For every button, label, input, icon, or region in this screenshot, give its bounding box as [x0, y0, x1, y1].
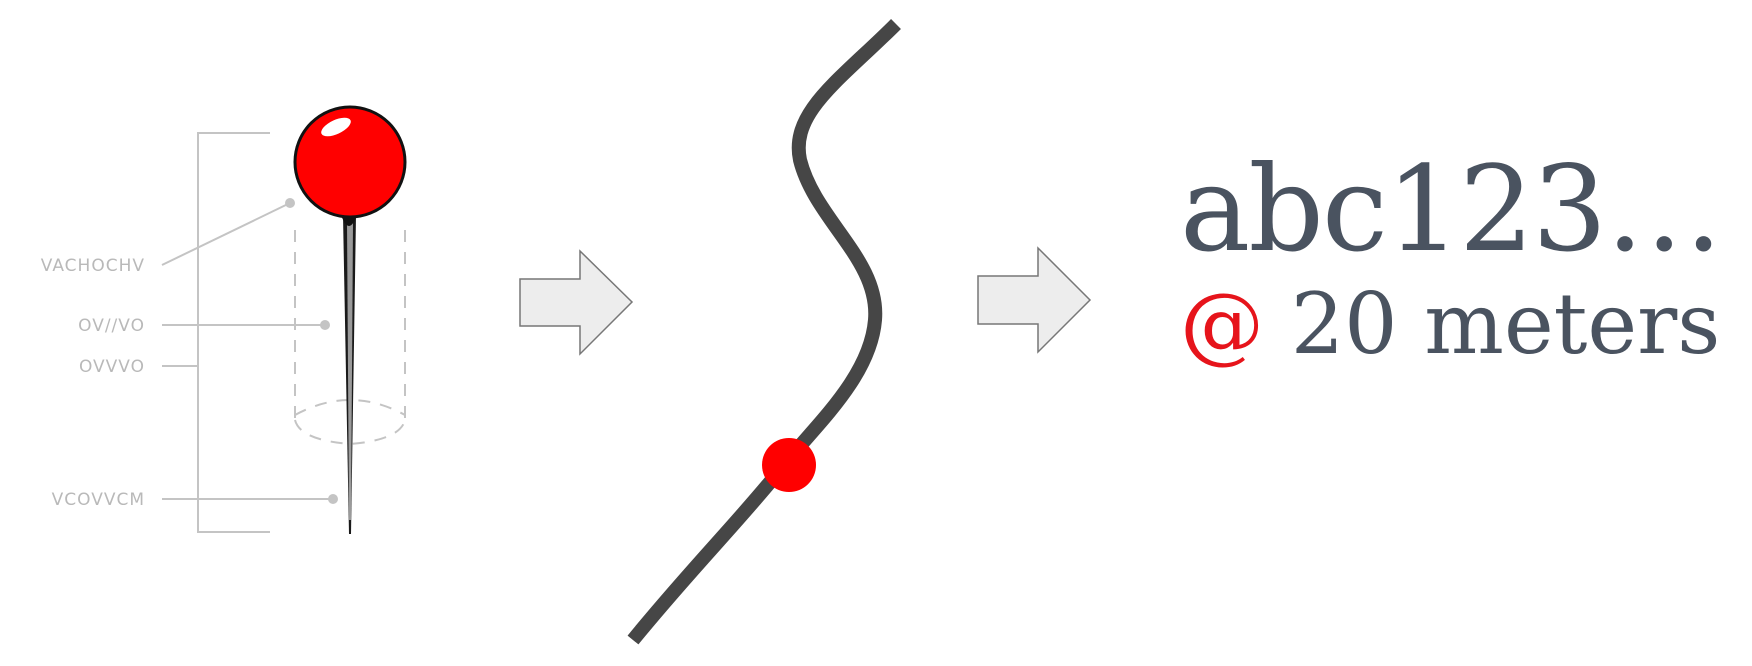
accuracy-line: @ 20 meters — [1180, 282, 1721, 366]
diagram-label-3: OVVVO — [79, 357, 145, 377]
leader-lines — [161, 202, 333, 500]
at-symbol: @ — [1180, 275, 1264, 373]
diagram-label-4: VCOVVCM — [52, 490, 145, 510]
right-arrow-icon — [977, 246, 1092, 354]
diagram-label-2: OV//VO — [78, 316, 145, 336]
map-pin-icon — [293, 105, 407, 534]
accuracy-distance: 20 meters — [1290, 275, 1721, 373]
location-marker — [762, 438, 816, 492]
pin-schematic: VACHOCHV OV//VO OVVVO VCOVVCM — [41, 105, 407, 534]
leader-dots — [285, 198, 338, 504]
diagram-label-1: VACHOCHV — [41, 256, 145, 276]
geocode-code: abc123… — [1180, 140, 1723, 278]
right-arrow-icon — [519, 249, 634, 356]
bracket-line — [197, 132, 270, 533]
path-curve-icon — [627, 19, 901, 645]
geocode-result: abc123… @ 20 meters — [1180, 140, 1723, 366]
